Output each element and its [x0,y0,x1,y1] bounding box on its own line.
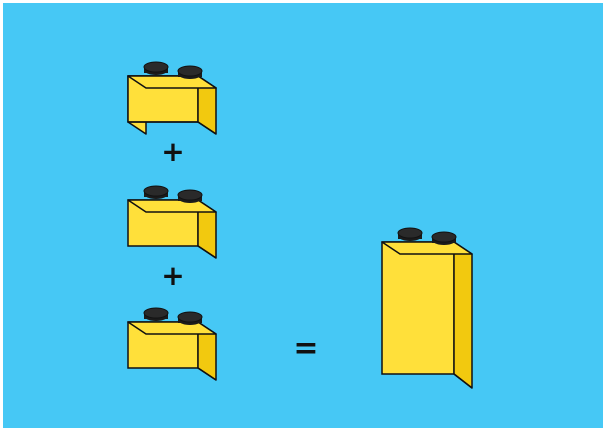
plus-sign-2: + [158,262,188,290]
tall-brick-stud-left [398,228,422,241]
brick-1-stud-left [144,62,168,75]
tall-brick-stud-right [432,232,456,245]
tall-brick-result [382,228,472,388]
brick-2-stud-left [144,186,168,199]
brick-3-stud-right [178,312,202,325]
plus-sign-1: + [158,138,188,166]
brick-1-stud-right [178,66,202,79]
equals-sign: = [289,334,323,364]
brick-2-stud-right [178,190,202,203]
brick-3-stud-left [144,308,168,321]
